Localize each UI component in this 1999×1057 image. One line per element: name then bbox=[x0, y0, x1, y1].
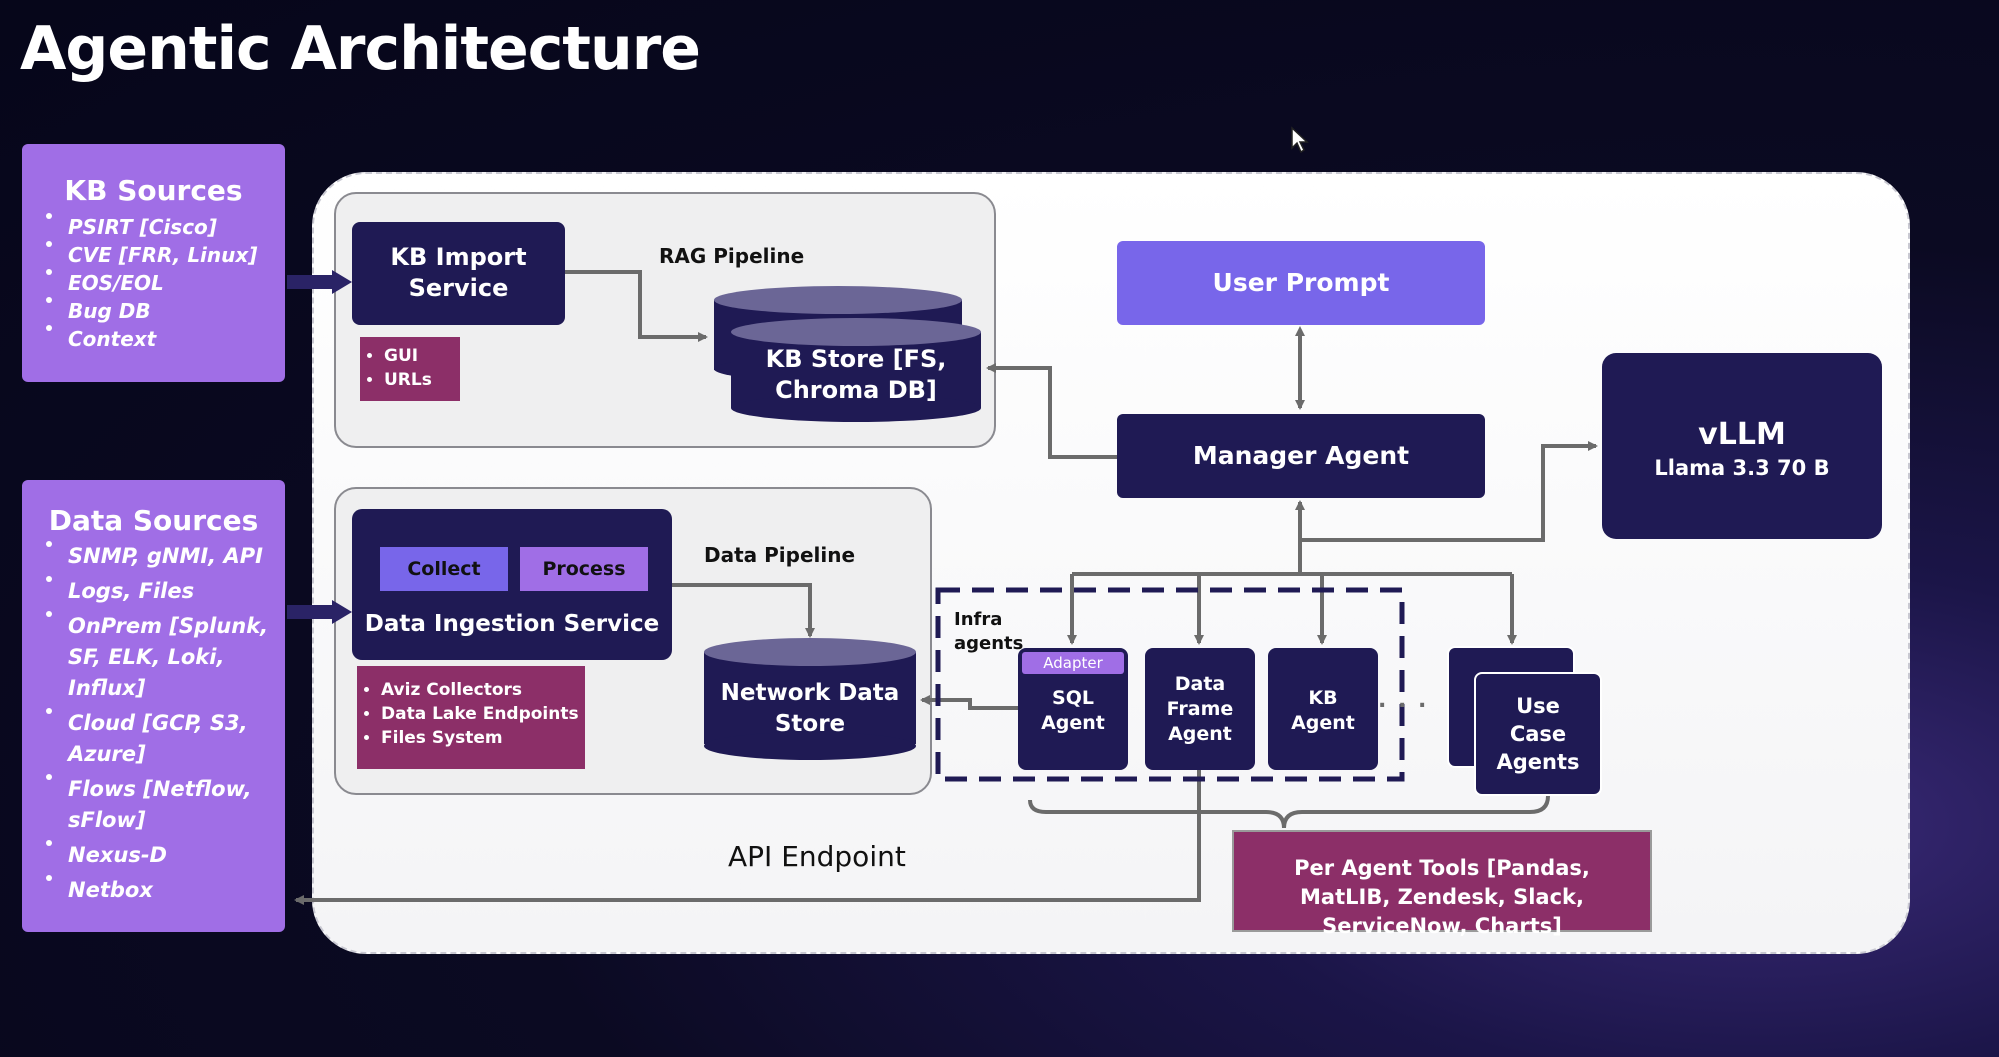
manager-agent-label: Manager Agent bbox=[1192, 441, 1410, 470]
list-item: Nexus-D bbox=[46, 840, 273, 871]
kb-import-service-box: KB Import Service bbox=[352, 222, 565, 325]
list-item: Logs, Files bbox=[46, 576, 273, 607]
list-item: Context bbox=[46, 325, 285, 353]
data-ingestion-items: Aviz Collectors Data Lake Endpoints File… bbox=[357, 666, 585, 769]
sql-agent-label: SQL Agent bbox=[1041, 687, 1105, 734]
page-title: Agentic Architecture bbox=[20, 14, 701, 84]
kb-agent-label: KB Agent bbox=[1291, 687, 1355, 734]
collect-button: Collect bbox=[380, 547, 508, 591]
list-item: OnPrem [Splunk, SF, ELK, Loki, Influx] bbox=[46, 611, 273, 704]
list-item: Files System bbox=[381, 726, 585, 750]
list-item: Flows [Netflow, sFlow] bbox=[46, 774, 273, 836]
user-prompt-label: User Prompt bbox=[1212, 268, 1390, 297]
list-item: Netbox bbox=[46, 875, 273, 906]
use-case-agents-box: Use Case Agents bbox=[1474, 672, 1602, 796]
list-item: Data Lake Endpoints bbox=[381, 702, 585, 726]
vllm-box: vLLM Llama 3.3 70 B bbox=[1602, 353, 1882, 539]
adapter-badge: Adapter bbox=[1022, 652, 1124, 674]
kb-sources-heading: KB Sources bbox=[64, 174, 243, 207]
list-item: GUI bbox=[384, 344, 460, 368]
list-item: Aviz Collectors bbox=[381, 678, 585, 702]
data-sources-panel: Data Sources SNMP, gNMI, API Logs, Files… bbox=[22, 480, 285, 932]
data-frame-agent-box: Data Frame Agent bbox=[1145, 648, 1255, 770]
process-button: Process bbox=[520, 547, 648, 591]
kb-store-label: KB Store [FS, Chroma DB] bbox=[765, 345, 947, 404]
use-case-agents-label: Use Case Agents bbox=[1496, 694, 1580, 774]
manager-agent-box: Manager Agent bbox=[1117, 414, 1485, 498]
per-agent-tools-label: Per Agent Tools [Pandas, MatLIB, Zendesk… bbox=[1294, 856, 1590, 938]
network-data-store-label: Network Data Store bbox=[720, 680, 900, 737]
kb-sources-panel: KB Sources PSIRT [Cisco] CVE [FRR, Linux… bbox=[22, 144, 285, 382]
data-pipeline-label: Data Pipeline bbox=[704, 543, 856, 567]
rag-pipeline-label: RAG Pipeline bbox=[659, 244, 805, 268]
list-item: PSIRT [Cisco] bbox=[46, 213, 285, 241]
data-ingestion-service-box: Collect Process Data Ingestion Service bbox=[352, 509, 672, 660]
data-sources-heading: Data Sources bbox=[48, 504, 259, 537]
list-item: CVE [FRR, Linux] bbox=[46, 241, 285, 269]
list-item: Bug DB bbox=[46, 297, 285, 325]
sql-agent-box: Adapter SQL Agent bbox=[1018, 648, 1128, 770]
more-agents-ellipsis: . . . bbox=[1378, 688, 1429, 713]
data-sources-list: SNMP, gNMI, API Logs, Files OnPrem [Splu… bbox=[22, 541, 285, 906]
infra-agents-label: Infra agents bbox=[954, 609, 1024, 654]
user-prompt-box: User Prompt bbox=[1117, 241, 1485, 325]
kb-store-cylinder: KB Store [FS, Chroma DB] bbox=[731, 318, 981, 422]
api-endpoint-label: API Endpoint bbox=[728, 840, 906, 873]
kb-import-service-label: KB Import Service bbox=[390, 243, 527, 302]
list-item: EOS/EOL bbox=[46, 269, 285, 297]
per-agent-tools-box: Per Agent Tools [Pandas, MatLIB, Zendesk… bbox=[1232, 830, 1652, 938]
vllm-model: Llama 3.3 70 B bbox=[1654, 456, 1830, 480]
mouse-pointer-icon bbox=[1291, 126, 1309, 154]
kb-import-items: GUI URLs bbox=[360, 337, 460, 401]
data-frame-agent-label: Data Frame Agent bbox=[1166, 673, 1234, 745]
kb-sources-list: PSIRT [Cisco] CVE [FRR, Linux] EOS/EOL B… bbox=[22, 213, 285, 353]
network-data-store-cylinder: Network Data Store bbox=[704, 638, 916, 760]
list-item: URLs bbox=[384, 368, 460, 392]
data-ingestion-service-label: Data Ingestion Service bbox=[364, 611, 660, 637]
list-item: Cloud [GCP, S3, Azure] bbox=[46, 708, 273, 770]
kb-agent-box: KB Agent bbox=[1268, 648, 1378, 770]
vllm-name: vLLM bbox=[1698, 417, 1786, 452]
list-item: SNMP, gNMI, API bbox=[46, 541, 273, 572]
